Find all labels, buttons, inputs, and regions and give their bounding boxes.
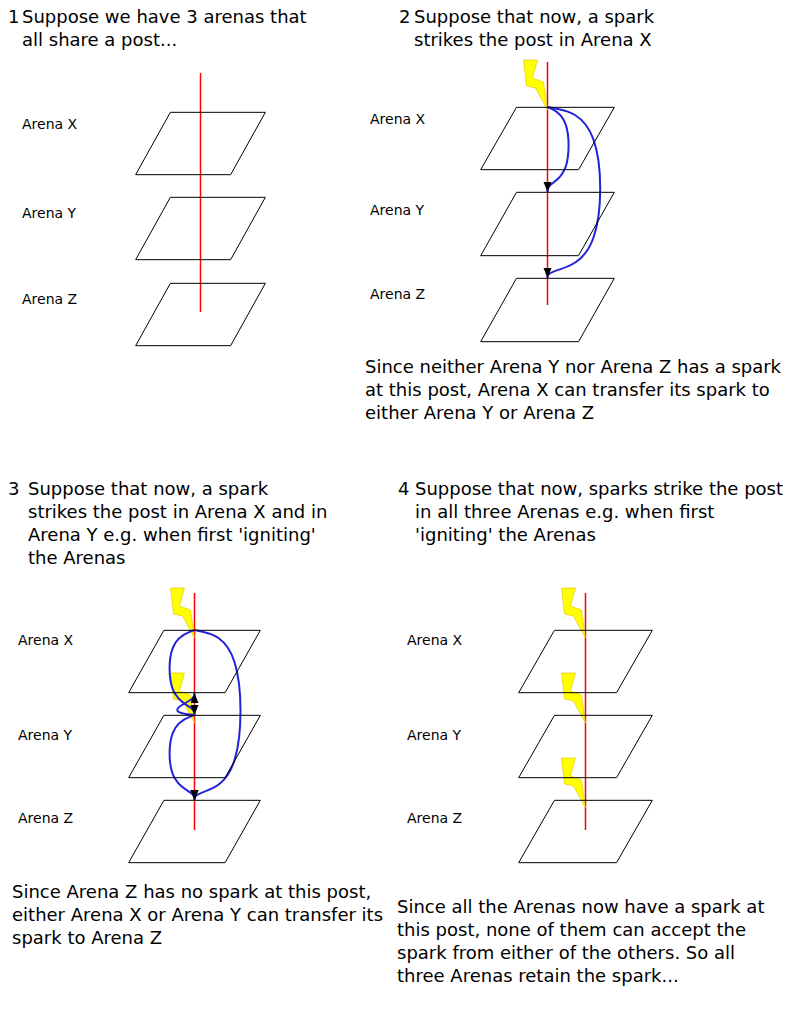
arena-plane: Arena Y [480,192,615,256]
arena-label: Arena Z [18,810,73,827]
spark-bolt [524,60,548,110]
step-number: 3 [8,477,19,500]
transfer-arrow [548,107,569,192]
arena-plane: Arena Z [135,283,266,346]
arena-label: Arena X [18,632,73,649]
arena-plane: Arena Y [135,197,266,260]
arena-outline [128,715,261,778]
step-number: 2 [399,5,410,28]
step-caption: Suppose that now, a spark strikes the po… [28,477,328,569]
arena-label: Arena X [370,111,425,128]
arena-plane: Arena Z [128,800,261,863]
arena-label: Arena Y [18,727,72,744]
arena-plane: Arena Z [518,800,653,863]
explanation-note: Since all the Arenas now have a spark at… [397,895,787,987]
arena-label: Arena Z [407,810,462,827]
arena-outline [135,197,266,260]
step-caption: Suppose we have 3 arenas that all share … [22,5,322,51]
arena-plane: Arena Y [518,715,653,778]
arena-outline [480,107,615,170]
explanation-note: Since Arena Z has no spark at this post,… [12,880,384,949]
arena-label: Arena Y [370,202,424,219]
arena-label: Arena X [22,116,77,133]
arena-outline [518,715,653,778]
post-line [547,62,549,305]
arena-label: Arena Z [22,291,77,308]
post-line [585,593,587,830]
arena-plane: Arena X [518,630,653,693]
post-line [200,73,202,312]
arena-plane: Arena Y [128,715,261,778]
transfer-arrow [177,693,194,715]
step-number: 4 [398,477,409,500]
arena-label: Arena Y [22,205,76,222]
arena-outline [518,800,653,863]
arena-plane: Arena X [480,107,615,170]
arena-outline [135,112,266,175]
arena-label: Arena Y [407,727,461,744]
arena-outline [518,630,653,693]
arena-plane: Arena X [128,630,261,693]
arena-plane: Arena Z [480,278,615,342]
arena-outline [128,630,261,693]
arena-outline [135,283,266,346]
arena-outline [128,800,261,863]
transfer-arrow [170,630,195,715]
arena-plane: Arena X [135,112,266,175]
step-caption: Suppose that now, sparks strike the post… [415,477,787,546]
step-caption: Suppose that now, a spark strikes the po… [414,5,714,51]
arena-outline [480,192,615,256]
step-number: 1 [8,5,19,28]
arena-label: Arena X [407,632,462,649]
transfer-arrow [170,715,195,800]
explanation-note: Since neither Arena Y nor Arena Z has a … [365,355,785,424]
arena-label: Arena Z [370,286,425,303]
arena-outline [480,278,615,342]
